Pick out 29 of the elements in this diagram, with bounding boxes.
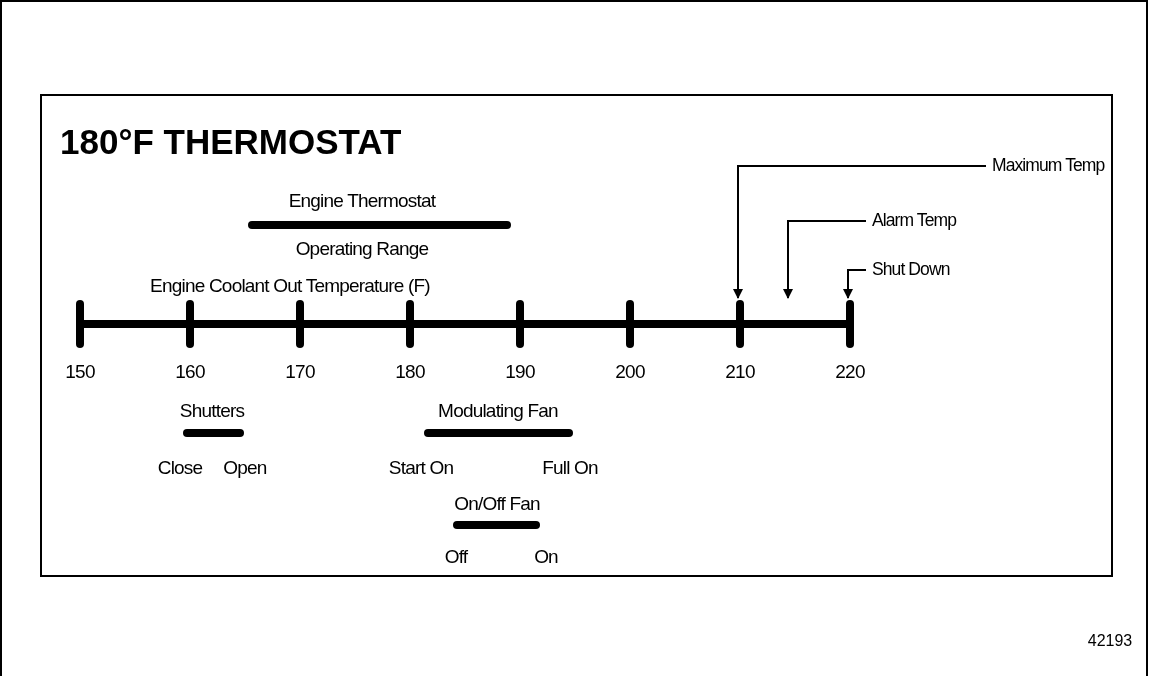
range-label: Shutters xyxy=(179,400,245,420)
leader-arrow xyxy=(843,269,867,299)
callout-label: Alarm Temp xyxy=(872,212,957,230)
diagram-title: 180°F THERMOSTAT xyxy=(60,123,402,159)
range-label: Close xyxy=(157,457,203,477)
temperature-scale xyxy=(76,300,854,348)
leader-arrow xyxy=(783,220,867,299)
range-label: On/Off Fan xyxy=(454,493,540,513)
tick-label: 200 xyxy=(615,361,645,381)
tick-label: 180 xyxy=(395,361,425,381)
tick-label: 190 xyxy=(505,361,535,381)
tick-label: 210 xyxy=(725,361,755,381)
tick-label: 170 xyxy=(285,361,315,381)
tick-label: 160 xyxy=(175,361,205,381)
range-label: Engine Thermostat xyxy=(288,190,436,210)
range-label: On xyxy=(534,546,558,566)
range-label: Modulating Fan xyxy=(438,400,558,420)
leader-arrow xyxy=(733,165,987,299)
callout-label: Maximum Temp xyxy=(992,157,1105,175)
figure-number: 42193 xyxy=(1087,633,1133,649)
range-label: Open xyxy=(223,457,267,477)
tick-label: 220 xyxy=(835,361,865,381)
range-label: Start On xyxy=(388,457,454,477)
range-label: Operating Range xyxy=(295,238,429,258)
callout-label: Shut Down xyxy=(872,261,950,279)
axis-title: Engine Coolant Out Temperature (F) xyxy=(150,275,430,295)
range-label: Off xyxy=(444,546,468,566)
range-label: Full On xyxy=(542,457,598,477)
tick-label: 150 xyxy=(65,361,95,381)
